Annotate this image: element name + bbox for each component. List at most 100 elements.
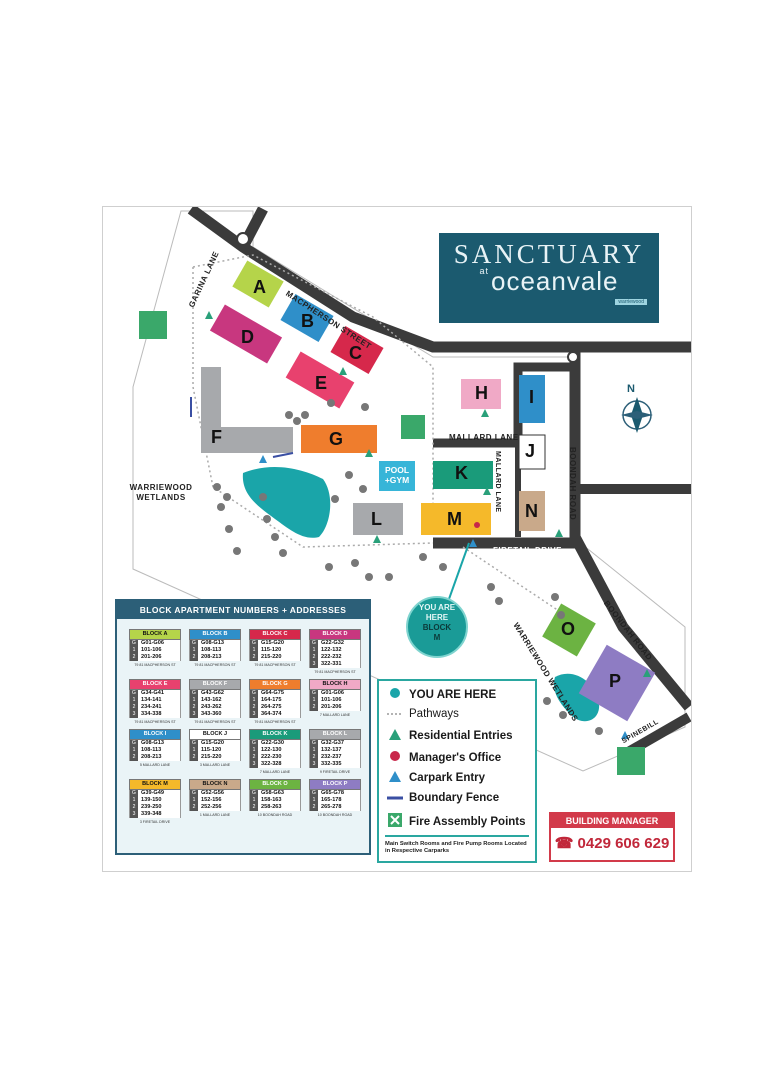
block-card-level: G xyxy=(310,740,318,747)
block-card-address: 7 MALLARD LANE xyxy=(319,713,351,717)
block-card-range: G65-G78 xyxy=(321,790,345,796)
legend-managers-office: Manager's Office xyxy=(387,750,501,765)
block-card-address: 5 MALLARD LANE xyxy=(139,763,171,767)
block-card-level: G xyxy=(250,790,258,797)
block-card-level: 3 xyxy=(310,761,318,768)
block-card-level: 2 xyxy=(130,704,138,711)
block-card-range: 122-130 xyxy=(261,747,282,753)
block-card-title: BLOCK A xyxy=(129,629,181,640)
building-l-label: L xyxy=(371,509,382,529)
block-card-range: G34-G41 xyxy=(141,690,165,696)
block-card-title: BLOCK K xyxy=(249,729,301,740)
fire-assembly-points xyxy=(139,311,645,775)
block-card-title: BLOCK D xyxy=(309,629,361,640)
block-card-title: BLOCK O xyxy=(249,779,301,790)
building-manager-box: BUILDING MANAGER ☎ 0429 606 629 xyxy=(549,812,675,862)
legend-you-are-here-label: YOU ARE HERE xyxy=(409,688,497,701)
block-card-range: 339-348 xyxy=(141,811,162,817)
block-card-level: G xyxy=(190,640,198,647)
blue-triangle-icon xyxy=(387,771,403,785)
brand-title: SANCTUARY xyxy=(453,239,645,269)
legend-residential-entries: Residential Entries xyxy=(387,729,513,743)
block-card-address: 79 81 MACPHERSON ST xyxy=(194,663,236,667)
block-card-range: 152-156 xyxy=(201,797,222,803)
block-card-title: BLOCK P xyxy=(309,779,361,790)
legend-carpark-entry: Carpark Entry xyxy=(387,771,485,785)
building-f-label: F xyxy=(211,427,222,447)
block-card-level: 1 xyxy=(190,647,198,654)
block-card-range: 265-278 xyxy=(321,804,342,810)
block-card-level: G xyxy=(130,790,138,797)
block-card-range: 258-263 xyxy=(261,804,282,810)
building-o-label: O xyxy=(561,619,576,639)
block-card-level: 1 xyxy=(190,797,198,804)
building-e-label: E xyxy=(315,373,328,393)
building-n-label: N xyxy=(525,501,538,521)
legend-pathways: Pathways xyxy=(387,708,459,720)
block-card-level: 2 xyxy=(250,804,258,811)
block-card-range: 134-141 xyxy=(141,697,162,703)
you-are-here-line3: BLOCK xyxy=(422,623,452,632)
brand-oceanvale: oceanvale xyxy=(490,266,619,296)
building-b-label: B xyxy=(301,311,314,331)
block-card-range: 108-113 xyxy=(201,647,222,653)
building-i-shape xyxy=(519,375,545,423)
building-b-shape xyxy=(280,294,334,342)
block-card-address: 9 FIRETAIL DRIVE xyxy=(319,770,351,774)
block-card-range: G58-G63 xyxy=(261,790,285,796)
block-card-range: 164-175 xyxy=(261,697,282,703)
block-card-level: 2 xyxy=(310,654,318,661)
block-card-range: 208-213 xyxy=(201,654,222,660)
block-card-range: G15-G20 xyxy=(201,740,225,746)
block-card-range: 239-250 xyxy=(141,804,162,810)
street-label-mallard: MALLARD LANE xyxy=(449,433,519,442)
block-card-address: 3 MALLARD LANE xyxy=(199,763,231,767)
block-card-range: 334-338 xyxy=(141,711,162,717)
trees xyxy=(213,399,603,735)
warriewood-wetlands-label: WARRIEWOOD WETLANDS xyxy=(129,483,193,502)
building-o-shape xyxy=(542,603,596,657)
roundabout-east xyxy=(567,351,579,363)
block-card-range: 101-106 xyxy=(141,647,162,653)
block-card-range: 215-220 xyxy=(201,754,222,760)
lake xyxy=(242,466,331,538)
block-card-level: 3 xyxy=(130,811,138,818)
block-card-level: 3 xyxy=(310,661,318,668)
block-card-range: 252-256 xyxy=(201,804,222,810)
block-card-address: 3 FIRETAIL DRIVE xyxy=(139,820,171,824)
block-card-level: G xyxy=(250,690,258,697)
building-j-shape xyxy=(518,434,546,470)
block-card-level: 1 xyxy=(310,747,318,754)
you-are-here-line2: HERE xyxy=(425,613,449,622)
block-card-level: 1 xyxy=(130,697,138,704)
legend-note: Main Switch Rooms and Fire Pump Rooms Lo… xyxy=(385,835,529,855)
block-card-level: 1 xyxy=(250,747,258,754)
block-card-title: BLOCK L xyxy=(309,729,361,740)
building-manager-phone[interactable]: ☎ 0429 606 629 xyxy=(554,835,670,852)
block-card-level: 2 xyxy=(250,654,258,661)
block-card-range: 158-163 xyxy=(261,797,282,803)
fire-assembly-icon xyxy=(387,813,403,830)
